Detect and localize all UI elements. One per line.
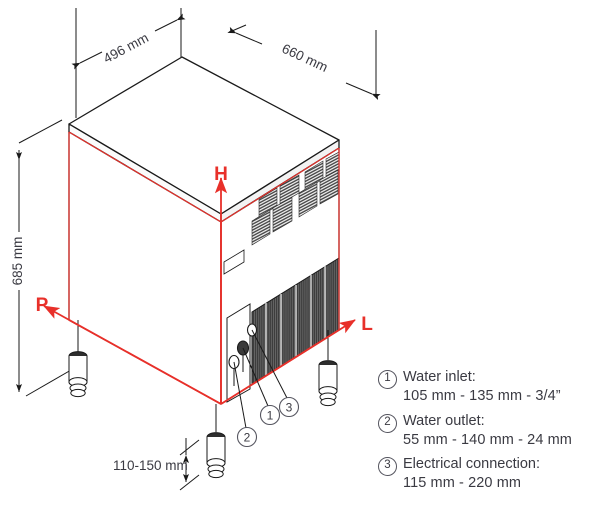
dimension-label-height: 685 mm <box>10 237 25 286</box>
legend-spec-water-inlet: 105 mm - 135 mm - 3/4” <box>403 387 561 404</box>
dimension-label-width: 496 mm <box>101 30 151 66</box>
axis-l-arrow <box>220 319 356 405</box>
legend-item-water-outlet: 2 Water outlet: 55 mm - 140 mm - 24 mm <box>378 412 600 450</box>
legend-title-water-inlet: Water inlet: <box>403 369 476 385</box>
connections-legend: 1 Water inlet: 105 mm - 135 mm - 3/4” 2 … <box>378 368 600 499</box>
legend-title-electrical-connection: Electrical connection: <box>403 456 541 473</box>
axis-label-l: L <box>361 314 373 335</box>
legend-spec-electrical-connection: 115 mm - 220 mm <box>403 475 522 492</box>
axis-p-arrow <box>43 305 222 405</box>
legend-item-electrical-connection: 3 Electrical connection: 115 mm - 220 mm <box>378 455 600 493</box>
callout-circle-2 <box>236 426 258 448</box>
callout-label-3: 3 <box>286 401 293 415</box>
dimension-width-496 <box>71 8 186 118</box>
dimension-foot-110-150 <box>179 438 200 491</box>
callout-circle-1 <box>259 404 281 426</box>
foot-front <box>206 404 226 479</box>
callout-bubbles: 1 2 3 <box>236 396 300 448</box>
axis-top-right <box>220 147 340 223</box>
callout-label-2: 2 <box>244 431 251 445</box>
dimension-depth-660 <box>227 24 381 101</box>
vent-panel-lower-right-a <box>298 181 318 218</box>
callout-leaders <box>233 329 288 429</box>
side-vent-group <box>251 151 340 246</box>
foot-left <box>68 320 88 398</box>
vent-panel-lower-right-b <box>319 169 339 205</box>
axis-top-left <box>68 131 222 223</box>
axis-label-p: P <box>36 295 49 316</box>
legend-title-water-outlet: Water outlet: <box>403 412 485 429</box>
legend-number-3: 3 <box>378 457 397 477</box>
callout-circle-3 <box>278 396 300 418</box>
axis-label-h: H <box>214 164 228 185</box>
legend-number-2: 2 <box>378 413 397 433</box>
callout-label-1: 1 <box>267 409 274 423</box>
dimension-label-depth: 660 mm <box>280 41 331 75</box>
legend-item-water-inlet: 1 Water inlet: 105 mm - 135 mm - 3/4” <box>378 368 600 406</box>
axis-overlay-red <box>43 131 356 405</box>
vent-panel-lower-left-b <box>272 196 293 233</box>
legend-number-1: 1 <box>378 370 397 389</box>
vent-panel-lower-left-a <box>251 209 271 246</box>
foot-right <box>318 330 338 407</box>
legend-spec-water-outlet: 55 mm - 140 mm - 24 mm <box>403 431 572 448</box>
dimension-label-foot: 110-150 mm <box>113 458 188 473</box>
